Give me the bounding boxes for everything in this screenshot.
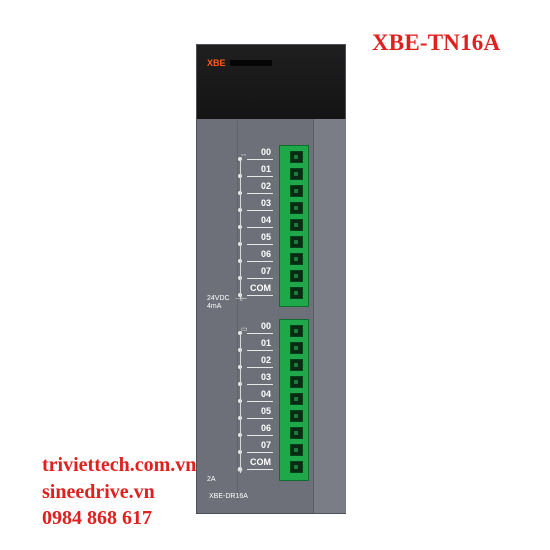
lower-channel-line xyxy=(247,469,273,470)
lower-channel-label: 04 xyxy=(260,389,271,399)
lower-channel-line xyxy=(247,435,273,436)
module-face-line xyxy=(237,121,238,501)
upper-terminal-slot xyxy=(290,168,303,180)
lower-channel-label: 05 xyxy=(260,406,271,416)
module-logo: XBE xyxy=(207,58,226,68)
lower-channel-line xyxy=(247,452,273,453)
lower-terminal-slot xyxy=(290,410,303,422)
lower-channel-line xyxy=(247,418,273,419)
lower-terminal-slot xyxy=(290,376,303,388)
upper-terminal-slot xyxy=(290,236,303,248)
upper-terminal-slot xyxy=(290,270,303,282)
model-label: XBE-DR16A xyxy=(209,493,248,500)
lower-spec-current: 2A xyxy=(207,476,216,483)
lower-terminal-slot xyxy=(290,342,303,354)
upper-channel-line xyxy=(247,261,273,262)
phone-number: 0984 868 617 xyxy=(42,507,152,529)
upper-channel-line xyxy=(247,278,273,279)
upper-channel-line xyxy=(247,210,273,211)
input-symbol-icon: ◦◦ xyxy=(241,152,246,159)
upper-channel-label: 04 xyxy=(260,215,271,225)
module-logo-bar xyxy=(230,60,272,66)
upper-terminal-slot xyxy=(290,151,303,163)
upper-terminal-slot xyxy=(290,185,303,197)
lower-channel-line xyxy=(247,367,273,368)
upper-channel-line xyxy=(247,227,273,228)
lower-channel-label: 06 xyxy=(260,423,271,433)
lower-channel-line xyxy=(247,333,273,334)
lower-channel-label: 02 xyxy=(260,355,271,365)
website-triviettech[interactable]: triviettech.com.vn xyxy=(42,454,197,476)
upper-spec-voltage: 24VDC xyxy=(207,295,230,302)
upper-terminal-slot xyxy=(290,202,303,214)
lower-channel-label: 03 xyxy=(260,372,271,382)
lower-channel-label: COM xyxy=(250,457,271,467)
lower-common-wire xyxy=(240,333,241,473)
upper-channel-line xyxy=(247,244,273,245)
upper-channel-label: COM xyxy=(250,283,271,293)
lower-channel-label: 07 xyxy=(260,440,271,450)
upper-channel-line xyxy=(247,159,273,160)
lower-terminal-block xyxy=(279,319,309,481)
lower-terminal-slot xyxy=(290,427,303,439)
upper-channel-label: 00 xyxy=(260,147,271,157)
website-sineedrive[interactable]: sineedrive.vn xyxy=(42,481,155,503)
lower-channel-line xyxy=(247,384,273,385)
upper-channel-label: 07 xyxy=(260,266,271,276)
upper-channel-label: 05 xyxy=(260,232,271,242)
lower-channel-line xyxy=(247,350,273,351)
upper-common-wire xyxy=(240,159,241,299)
upper-channel-label: 02 xyxy=(260,181,271,191)
lower-terminal-slot xyxy=(290,359,303,371)
ac-symbol-icon: ⊖ xyxy=(237,467,243,474)
upper-channel-label: 06 xyxy=(260,249,271,259)
upper-spec-current: 4mA xyxy=(207,303,222,310)
lower-channel-label: 01 xyxy=(260,338,271,348)
upper-channel-line xyxy=(247,193,273,194)
lower-channel-line xyxy=(247,401,273,402)
product-title: XBE-TN16A xyxy=(372,30,501,55)
upper-terminal-slot xyxy=(290,219,303,231)
module-side-strip xyxy=(313,119,346,513)
lower-channel-label: 00 xyxy=(260,321,271,331)
relay-symbol-icon: ▭ xyxy=(241,326,248,333)
upper-terminal-slot xyxy=(290,253,303,265)
upper-terminal-slot xyxy=(290,287,303,299)
upper-channel-line xyxy=(247,176,273,177)
module-top-cap: XBE xyxy=(197,45,345,119)
lower-terminal-slot xyxy=(290,461,303,473)
power-symbol-icon: ⊣⊢ xyxy=(235,296,248,303)
upper-terminal-block xyxy=(279,145,309,307)
upper-channel-label: 03 xyxy=(260,198,271,208)
lower-terminal-slot xyxy=(290,444,303,456)
upper-channel-line xyxy=(247,295,273,296)
lower-terminal-slot xyxy=(290,325,303,337)
upper-channel-label: 01 xyxy=(260,164,271,174)
lower-terminal-slot xyxy=(290,393,303,405)
